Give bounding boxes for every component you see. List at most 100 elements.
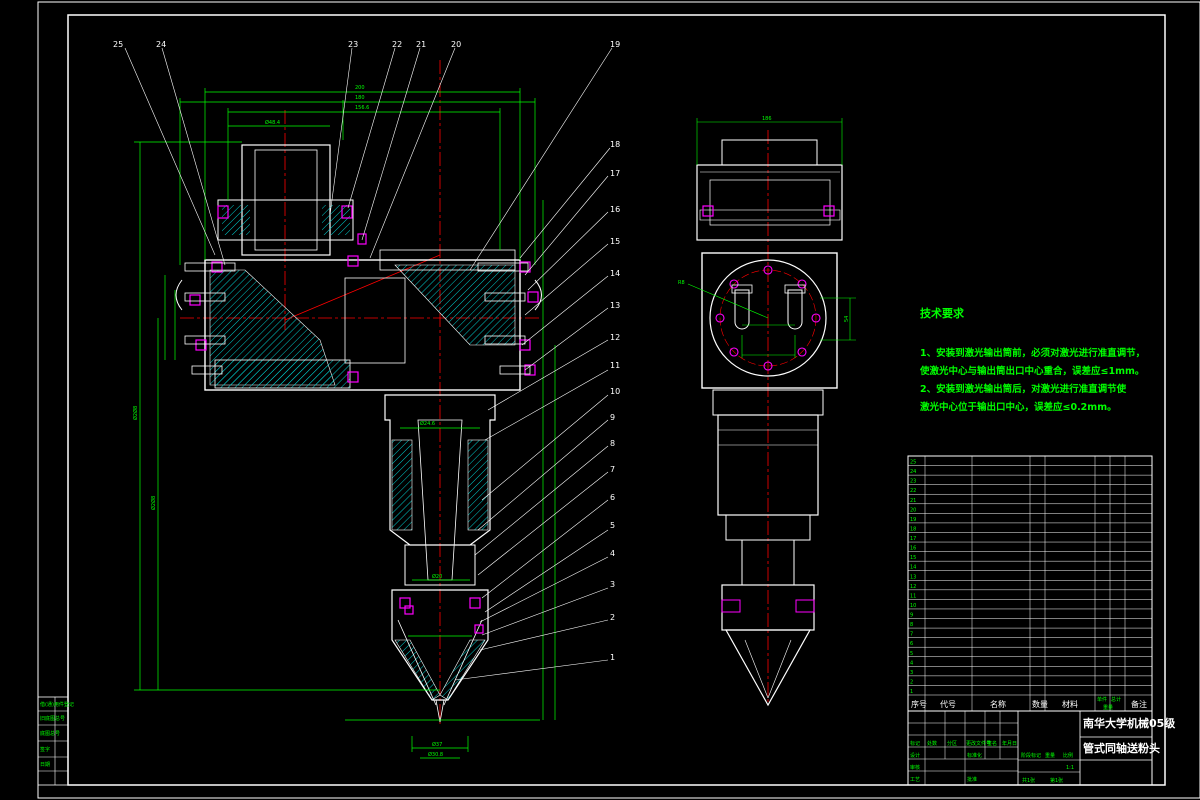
callout-5: 5 xyxy=(610,521,615,530)
title-scale: 比例 xyxy=(1063,752,1073,759)
callout-8: 8 xyxy=(610,439,615,448)
title-scale-value: 1:1 xyxy=(1066,765,1074,771)
callout-25: 25 xyxy=(113,40,123,49)
bill-of-materials: 2524232221201918171615141312111098765432… xyxy=(907,455,1153,712)
front-section-view: 200 180 156.6 Ø48.4 Ø24.6 Ø20 Ø37 Ø30.8 … xyxy=(113,40,620,759)
bom-row-seq: 11 xyxy=(910,593,916,599)
bom-header-material: 材料 xyxy=(1062,699,1078,709)
strip-label-4: 签字 xyxy=(40,746,50,753)
bom-row-seq: 18 xyxy=(910,526,916,532)
side-bracket-left xyxy=(175,279,183,311)
tech-req-line-2: 使激光中心与输出筒出口中心重合，误差应≤1mm。 xyxy=(919,365,1144,377)
bom-row-seq: 12 xyxy=(910,584,916,590)
title-drawing-name: 管式同轴送粉头 xyxy=(1083,741,1160,755)
bom-header-unit-weight: 单件 xyxy=(1097,696,1107,703)
side-top-housing xyxy=(696,164,843,241)
dim-bottom-width: Ø37 xyxy=(432,741,442,748)
mirror-right-flange xyxy=(379,249,516,271)
dim-nozzle-bore: Ø20 xyxy=(432,573,442,580)
bom-row-seq: 4 xyxy=(910,660,913,666)
side-top-plate xyxy=(699,209,841,221)
strip-label-5: 日期 xyxy=(40,762,50,768)
inlet-flange-hatch xyxy=(222,205,250,235)
side-bolt-circle xyxy=(719,269,817,367)
inlet-flange-hatch-r xyxy=(322,205,350,235)
title-stage: 阶段标记 xyxy=(1021,752,1041,759)
title-zone: 分区 xyxy=(947,740,957,747)
dim-overall-width: 200 xyxy=(355,85,365,91)
tech-req-line-3: 2、安装到激光输出筒后，对激光进行准直调节使 xyxy=(920,383,1127,395)
nozzle-hatch-right xyxy=(439,639,486,701)
dim-bottom-dia: Ø30.8 xyxy=(428,751,443,758)
strip-label-2: 旧底图总号 xyxy=(40,715,65,722)
powder-channel-left xyxy=(397,619,437,706)
callout-18: 18 xyxy=(610,140,620,149)
bom-row-seq: 7 xyxy=(910,632,913,638)
outer-frame xyxy=(37,1,1200,799)
front-dimension-lines xyxy=(134,88,556,759)
bom-row-seq: 19 xyxy=(910,517,916,523)
side-slot-right xyxy=(787,289,803,330)
title-sign: 签名 xyxy=(987,740,997,747)
bom-row-seq: 17 xyxy=(910,536,916,542)
title-approve: 批准 xyxy=(967,776,977,783)
callout-16: 16 xyxy=(610,205,620,214)
side-top-inner xyxy=(709,179,831,226)
bom-row-seq: 25 xyxy=(910,460,916,466)
dim-side-top-width: 186 xyxy=(762,116,772,122)
title-count: 处数 xyxy=(927,740,937,747)
bom-row-seq: 6 xyxy=(910,641,913,647)
title-weight: 重量 xyxy=(1045,752,1055,759)
mirror-block-bottom xyxy=(214,359,351,389)
bom-row-seq: 14 xyxy=(910,565,916,571)
title-review: 审核 xyxy=(910,764,920,771)
callout-12: 12 xyxy=(610,333,620,342)
dim-mid-width: 180 xyxy=(355,95,365,101)
title-design: 设计 xyxy=(910,752,920,759)
strip-label-3: 底图总号 xyxy=(40,730,60,737)
title-mark: 标记 xyxy=(910,740,920,747)
side-flange-bolts xyxy=(715,265,821,371)
bom-row-seq: 24 xyxy=(910,469,916,475)
strip-label-1: 借(通)用件登记 xyxy=(40,701,74,708)
callout-11: 11 xyxy=(610,361,620,370)
title-date: 年月日 xyxy=(1002,740,1017,747)
bom-row-seq: 1 xyxy=(910,689,913,695)
bom-header-seq: 序号 xyxy=(911,699,927,709)
side-flange-circle xyxy=(709,259,827,377)
side-nozzle-cone xyxy=(724,629,812,707)
callout-24: 24 xyxy=(156,40,166,49)
callout-7: 7 xyxy=(610,465,615,474)
title-school: 南华大学机械05级 xyxy=(1083,716,1176,730)
focus-tube-wall-right xyxy=(467,439,489,531)
inlet-flange xyxy=(217,199,354,241)
callout-23: 23 xyxy=(348,40,358,49)
mirror-block xyxy=(204,259,521,391)
dim-lower-height: Ø2Ø8 xyxy=(150,496,157,510)
bom-header-weight: 重量 xyxy=(1103,704,1113,711)
bom-row-seq: 3 xyxy=(910,670,913,676)
bom-row-seq: 8 xyxy=(910,622,913,628)
bom-row-seq: 16 xyxy=(910,546,916,552)
callout-4: 4 xyxy=(610,549,615,558)
inner-frame xyxy=(67,14,1166,786)
callout-19: 19 xyxy=(610,40,620,49)
bom-header-remarks: 备注 xyxy=(1131,699,1147,709)
callout-2: 2 xyxy=(610,613,615,622)
title-sheet-no: 第1张 xyxy=(1050,777,1063,784)
callout-21: 21 xyxy=(416,40,426,49)
side-top-cap xyxy=(721,139,818,166)
bom-row-seq: 9 xyxy=(910,613,913,619)
dim-lower-bore: Ø24.6 xyxy=(420,420,435,427)
front-bolt-shafts xyxy=(184,262,531,375)
side-bracket-right xyxy=(534,279,542,311)
title-change-doc: 更改文件号 xyxy=(966,740,991,747)
callout-1: 1 xyxy=(610,653,615,662)
dim-side-height: 54 xyxy=(844,316,850,322)
bom-row-seq: 15 xyxy=(910,555,916,561)
left-margin-strip: 借(通)用件登记 旧底图总号 底图总号 签字 日期 xyxy=(37,696,74,786)
mirror-block-hatch-right xyxy=(394,264,516,346)
dim-inner-width: 156.6 xyxy=(355,105,369,111)
tech-req-line-1: 1、安装到激光输出筒前，必须对激光进行准直调节， xyxy=(920,347,1145,359)
